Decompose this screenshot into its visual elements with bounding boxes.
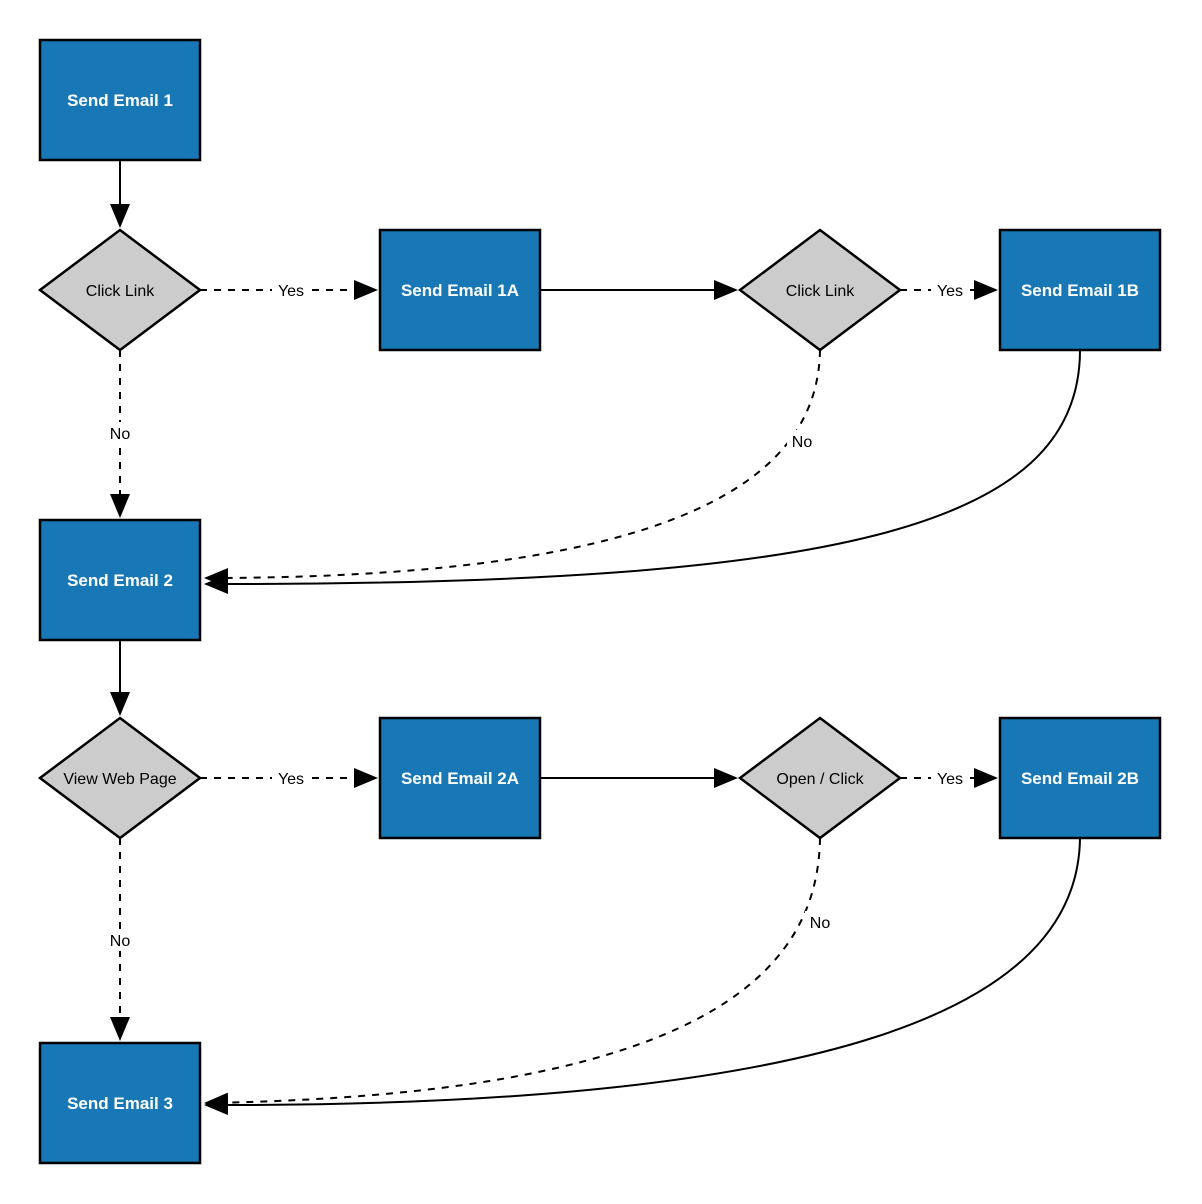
svg-text:No: No — [792, 434, 813, 451]
edge-send-email-1b-to-send-email-2 — [204, 349, 1081, 595]
node-send-email-1b: Send Email 1B — [998, 228, 1162, 352]
send-email-2b-shape — [998, 716, 1162, 840]
click-link-2-shape — [737, 228, 903, 352]
send-email-1b-label: Send Email 1B — [1021, 281, 1139, 300]
node-send-email-2: Send Email 2 — [38, 518, 202, 642]
view-web-page-label: View Web Page — [63, 771, 176, 788]
svg-text:No: No — [110, 933, 131, 950]
node-send-email-2b: Send Email 2B — [998, 716, 1162, 840]
send-email-1a-shape — [378, 228, 542, 352]
node-send-email-1: Send Email 1 — [38, 38, 202, 162]
send-email-3-shape — [38, 1041, 202, 1165]
edge-click-link-2-no-to-send-email-2 — [204, 349, 821, 588]
send-email-1-label: Send Email 1 — [67, 91, 173, 110]
svg-text:Yes: Yes — [937, 771, 963, 788]
open-click-label: Open / Click — [776, 771, 864, 788]
click-link-2-label: Click Link — [786, 283, 855, 300]
click-link-1-shape — [37, 228, 203, 352]
edge-label-yes-4: Yes — [931, 767, 969, 789]
send-email-2b-label: Send Email 2B — [1021, 769, 1139, 788]
node-send-email-2a: Send Email 2A — [378, 716, 542, 840]
edge-label-no-3: No — [105, 929, 135, 951]
svg-text:No: No — [110, 426, 131, 443]
svg-text:Yes: Yes — [278, 771, 304, 788]
node-click-link-2: Click Link — [737, 228, 903, 352]
open-click-shape — [737, 716, 903, 840]
node-send-email-1a: Send Email 1A — [378, 228, 542, 352]
send-email-2a-label: Send Email 2A — [401, 769, 519, 788]
node-send-email-3: Send Email 3 — [38, 1041, 202, 1165]
node-click-link-1: Click Link — [37, 228, 203, 352]
edge-label-no-4: No — [805, 911, 835, 933]
edge-label-yes-3: Yes — [272, 767, 310, 789]
edge-label-no-2: No — [787, 430, 817, 452]
send-email-3-label: Send Email 3 — [67, 1094, 173, 1113]
send-email-1-shape — [38, 38, 202, 162]
view-web-page-shape — [37, 716, 203, 840]
click-link-1-label: Click Link — [86, 283, 155, 300]
edge-label-no-1: No — [105, 422, 135, 444]
send-email-2-shape — [38, 518, 202, 642]
send-email-1b-shape — [998, 228, 1162, 352]
svg-text:Yes: Yes — [278, 283, 304, 300]
edge-send-email-2b-to-send-email-3 — [204, 837, 1081, 1116]
edge-open-click-no-to-send-email-3 — [204, 837, 821, 1113]
node-open-click: Open / Click — [737, 716, 903, 840]
edge-label-yes-1: Yes — [272, 279, 310, 301]
edge-label-yes-2: Yes — [931, 279, 969, 301]
send-email-2a-shape — [378, 716, 542, 840]
send-email-2-label: Send Email 2 — [67, 571, 173, 590]
node-view-web-page: View Web Page — [37, 716, 203, 840]
svg-text:Yes: Yes — [937, 283, 963, 300]
svg-text:No: No — [810, 915, 831, 932]
send-email-1a-label: Send Email 1A — [401, 281, 519, 300]
